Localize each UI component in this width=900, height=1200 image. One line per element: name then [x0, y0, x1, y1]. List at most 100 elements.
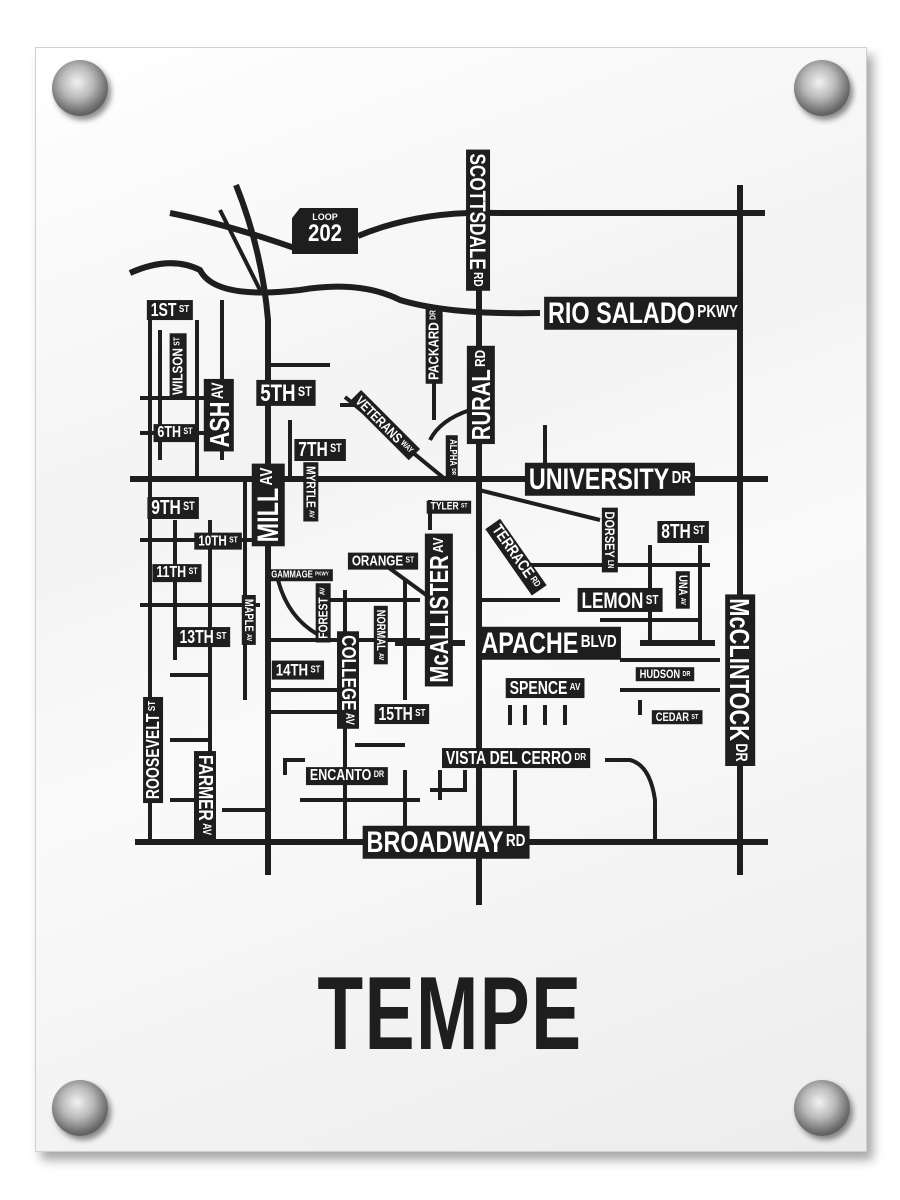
street-suffix: AV — [200, 823, 214, 836]
street-label-maple: MAPLEAV — [241, 594, 256, 646]
street-suffix: ST — [188, 565, 198, 576]
street-label-normal: NORMAL AV — [373, 605, 388, 665]
street-suffix: BLVD — [580, 630, 617, 651]
street-name: ENCANTO — [309, 767, 372, 785]
street-label-ash: ASHAV — [203, 378, 235, 452]
street-suffix: RD — [471, 349, 489, 367]
street-label-dorsey: DORSEYLN — [601, 507, 618, 573]
street-suffix: ST — [330, 441, 342, 455]
street-name: 9TH — [151, 497, 181, 519]
street-name: ROOSEVELT — [143, 713, 164, 800]
street-suffix: AV — [377, 653, 385, 661]
street-suffix: DR — [574, 752, 587, 764]
street-suffix: PKWY — [315, 571, 329, 578]
street-name: 14TH — [275, 660, 309, 680]
street-suffix: AV — [569, 682, 581, 694]
street-suffix: ST — [405, 554, 415, 565]
street-name: RIO SALADO — [548, 296, 695, 330]
street-suffix: ST — [147, 700, 159, 712]
street-suffix: ST — [693, 523, 705, 537]
street-name: 1ST — [150, 300, 177, 321]
street-suffix: ST — [178, 304, 190, 316]
street-label-farmer: FARMERAV — [194, 751, 216, 839]
shield-number: 202 — [307, 220, 343, 247]
street-suffix: AV — [679, 597, 687, 605]
street-suffix: ST — [183, 425, 193, 436]
street-name: ORANGE — [351, 552, 404, 570]
street-name: MILL — [251, 487, 285, 543]
street-name: UNA — [675, 575, 690, 596]
street-name: HUDSON — [639, 667, 681, 682]
street-label-forest: FORESTAV — [315, 583, 331, 643]
street-suffix: RD — [505, 829, 526, 850]
street-name: FOREST — [315, 597, 331, 639]
street-suffix: AV — [209, 382, 228, 400]
street-suffix: ST — [297, 383, 312, 400]
street-name: 13TH — [179, 627, 214, 648]
street-suffix: DR — [427, 310, 438, 320]
street-suffix: AV — [343, 712, 357, 725]
street-name: 11TH — [156, 564, 187, 582]
street-name: VISTA DEL CERRO — [445, 748, 573, 769]
street-suffix: AV — [306, 510, 316, 518]
street-suffix: RD — [528, 574, 543, 589]
street-label-roosevelt: ROOSEVELTST — [143, 696, 164, 804]
street-suffix: DR — [682, 670, 691, 678]
shield-top-text: LOOP — [312, 212, 338, 222]
screw-bottom-left — [52, 1080, 108, 1136]
street-suffix: DR — [731, 743, 750, 762]
street-label-scottsdale: SCOTTSDALERD — [465, 149, 491, 291]
street-suffix: RD — [471, 272, 487, 287]
street-name: BROADWAY — [366, 825, 504, 859]
loop-202-shield: LOOP 202 — [292, 208, 358, 254]
screw-top-right — [794, 60, 850, 116]
street-name: LEMON — [581, 587, 644, 613]
street-name: McCLINTOCK — [724, 598, 756, 742]
street-suffix: ST — [183, 499, 195, 513]
street-suffix: AV — [318, 587, 328, 596]
major-roads — [128, 183, 768, 905]
street-name: 10TH — [198, 532, 227, 550]
street-name: ASH — [203, 401, 235, 448]
street-name: APACHE — [481, 626, 579, 660]
street-name: MAPLE — [241, 598, 256, 632]
street-name: 15TH — [378, 704, 413, 725]
street-suffix: DR — [373, 768, 385, 779]
street-suffix: ST — [229, 534, 238, 545]
street-name: DORSEY — [601, 511, 618, 558]
screw-bottom-right — [794, 1080, 850, 1136]
street-name: 6TH — [157, 424, 182, 442]
street-suffix: AV — [245, 633, 253, 642]
street-suffix: ST — [310, 664, 321, 676]
street-suffix: ST — [415, 708, 426, 720]
street-suffix: PKWY — [697, 300, 738, 321]
street-suffix: AV — [255, 467, 276, 486]
street-suffix: DR — [671, 466, 692, 487]
street-name: RURAL — [465, 369, 496, 441]
street-name: 7TH — [298, 439, 328, 461]
street-name: PACKARD — [425, 322, 443, 380]
street-name: SPENCE — [509, 678, 568, 699]
street-name: TYLER — [430, 500, 459, 513]
street-name: NORMAL — [373, 609, 388, 651]
